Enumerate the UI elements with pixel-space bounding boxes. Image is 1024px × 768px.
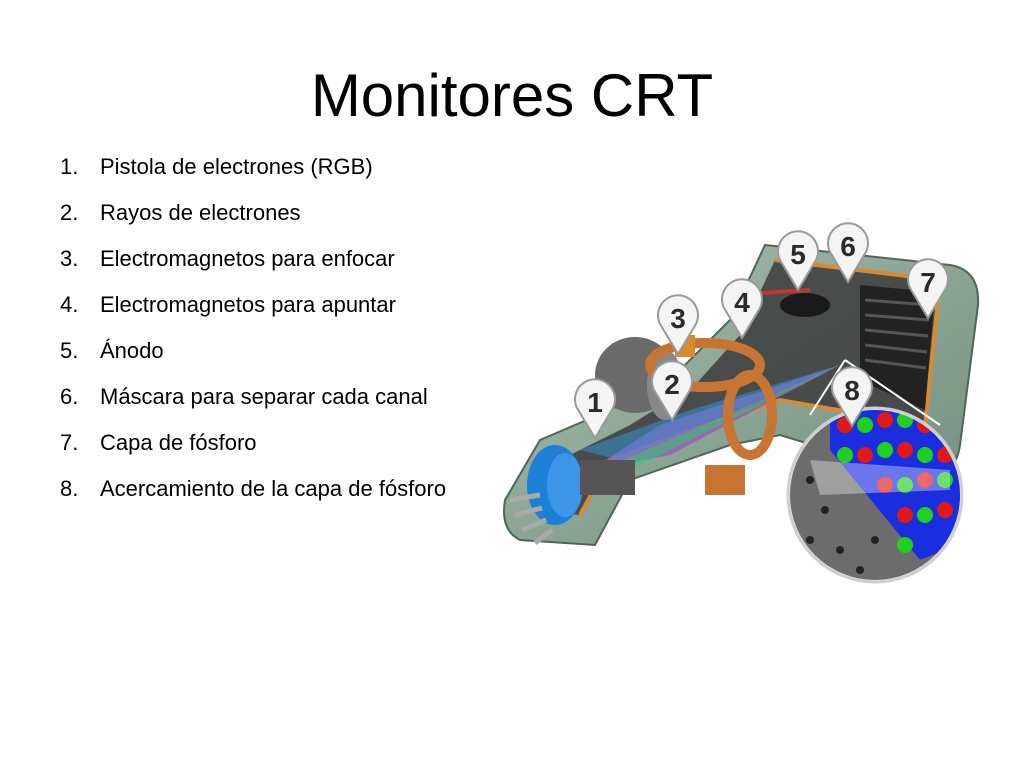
marker-label: 8 — [844, 375, 860, 406]
item-number: 1. — [60, 154, 79, 179]
item-number: 4. — [60, 292, 79, 317]
marker-8: 8 — [831, 366, 873, 428]
item-number: 2. — [60, 200, 79, 225]
electron-gun — [509, 445, 635, 545]
crt-diagram: 1 2 3 4 5 6 7 8 — [503, 222, 980, 584]
item-number: 7. — [60, 430, 79, 455]
marker-label: 3 — [670, 303, 686, 334]
marker-4: 4 — [721, 278, 763, 340]
component-list: 1. Pistola de electrones (RGB) 2. Rayos de… — [60, 154, 490, 522]
marker-3: 3 — [657, 294, 699, 356]
item-number: 5. — [60, 338, 79, 363]
item-text: Acercamiento de la capa de fósforo — [100, 476, 447, 501]
list-item: 3. Electromagnetos para enfocar — [60, 246, 490, 292]
marker-label: 2 — [664, 369, 680, 400]
item-number: 3. — [60, 246, 79, 271]
marker-1: 1 — [574, 378, 616, 440]
marker-label: 7 — [920, 267, 936, 298]
marker-label: 4 — [734, 287, 750, 318]
item-number: 8. — [60, 476, 79, 501]
list-item: 7. Capa de fósforo — [60, 430, 490, 476]
marker-5: 5 — [777, 230, 819, 292]
item-text: Ánodo — [100, 338, 164, 363]
marker-2: 2 — [651, 360, 693, 422]
list-item: 6. Máscara para separar cada canal — [60, 384, 490, 430]
focus-coils — [645, 335, 777, 495]
item-text: Electromagnetos para apuntar — [100, 292, 396, 317]
phosphor-screen — [860, 285, 935, 410]
item-text: Máscara para separar cada canal — [100, 384, 428, 409]
marker-label: 5 — [790, 239, 806, 270]
item-text: Pistola de electrones (RGB) — [100, 154, 373, 179]
marker-label: 1 — [587, 387, 603, 418]
marker-7: 7 — [907, 258, 949, 320]
item-text: Rayos de electrones — [100, 200, 301, 225]
list-item: 1. Pistola de electrones (RGB) — [60, 154, 490, 200]
list-item: 8. Acercamiento de la capa de fósforo — [60, 476, 490, 522]
list-item: 2. Rayos de electrones — [60, 200, 490, 246]
list-item: 4. Electromagnetos para apuntar — [60, 292, 490, 338]
marker-label: 6 — [840, 231, 856, 262]
item-text: Capa de fósforo — [100, 430, 257, 455]
item-number: 6. — [60, 384, 79, 409]
item-text: Electromagnetos para enfocar — [100, 246, 395, 271]
electron-beams — [580, 365, 840, 475]
phosphor-zoom — [786, 406, 964, 584]
slide-title: Monitores CRT — [310, 62, 714, 129]
list-item: 5. Ánodo — [60, 338, 490, 384]
marker-6: 6 — [827, 222, 869, 284]
